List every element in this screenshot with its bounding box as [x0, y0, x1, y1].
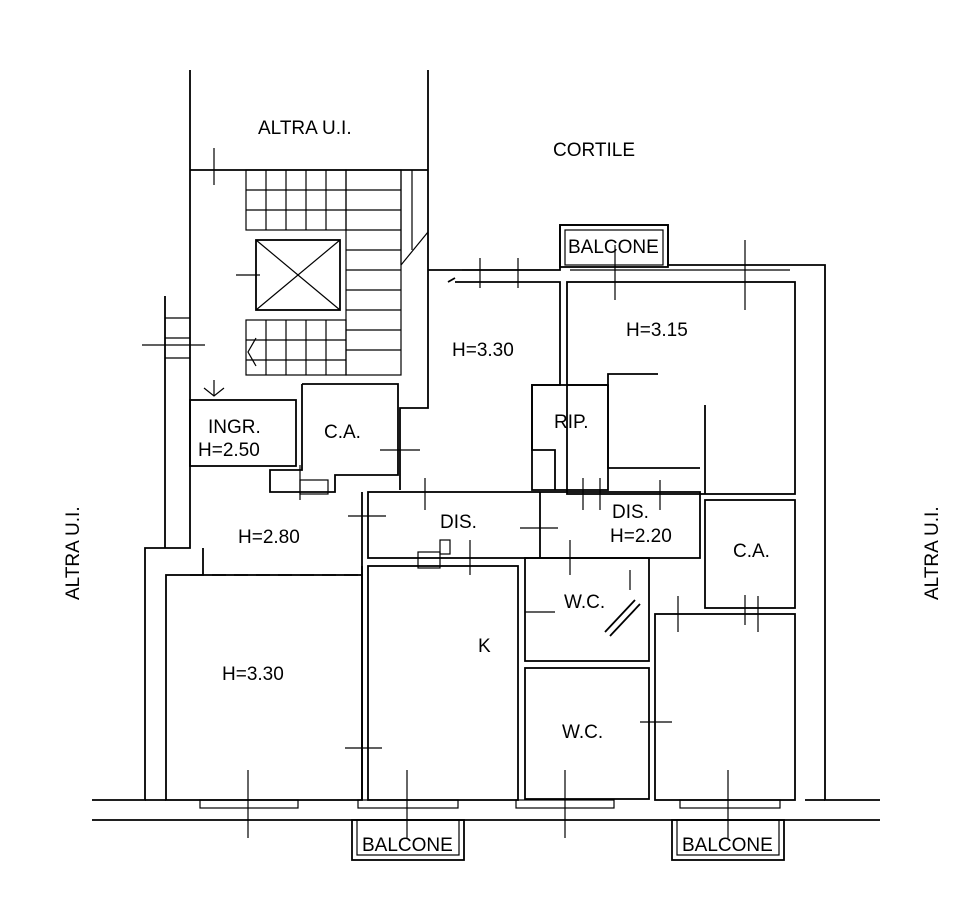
storage-label: RIP. — [554, 412, 589, 433]
room-hall-north-label: H=3.30 — [452, 340, 514, 361]
corridor-2-label: DIS. — [612, 502, 649, 523]
side-steps — [142, 296, 205, 548]
balcony-bottom-right-label: BALCONE — [682, 835, 773, 856]
top-unit-label: ALTRA U.I. — [258, 118, 352, 139]
balcony-top-label: BALCONE — [568, 237, 659, 258]
closet-2-label: C.A. — [733, 541, 770, 562]
corridor-2-height-label: H=2.20 — [610, 526, 672, 547]
balcony-bottom-right — [671, 819, 785, 861]
left-unit-label: ALTRA U.I. — [63, 506, 84, 600]
interior-walls — [165, 240, 796, 801]
staircase — [189, 70, 429, 397]
kitchen-label: K — [478, 636, 491, 657]
balcony-bottom-left — [351, 819, 465, 861]
corridor-1-label: DIS. — [440, 512, 477, 533]
bottom-windows — [199, 770, 781, 838]
bath-1-label: W.C. — [564, 592, 605, 613]
entry-label: INGR. — [208, 417, 261, 438]
right-unit-label: ALTRA U.I. — [922, 506, 943, 600]
balcony-bottom-left-label: BALCONE — [362, 835, 453, 856]
outer-walls — [92, 224, 880, 821]
living-label: H=2.80 — [238, 527, 300, 548]
balcony-top — [559, 224, 669, 300]
entry-height-label: H=2.50 — [198, 440, 260, 461]
bath-2-label: W.C. — [562, 722, 603, 743]
courtyard-label: CORTILE — [553, 140, 635, 161]
closet-1-label: C.A. — [324, 422, 361, 443]
room-ne-label: H=3.15 — [626, 320, 688, 341]
room-sw-label: H=3.30 — [222, 664, 284, 685]
